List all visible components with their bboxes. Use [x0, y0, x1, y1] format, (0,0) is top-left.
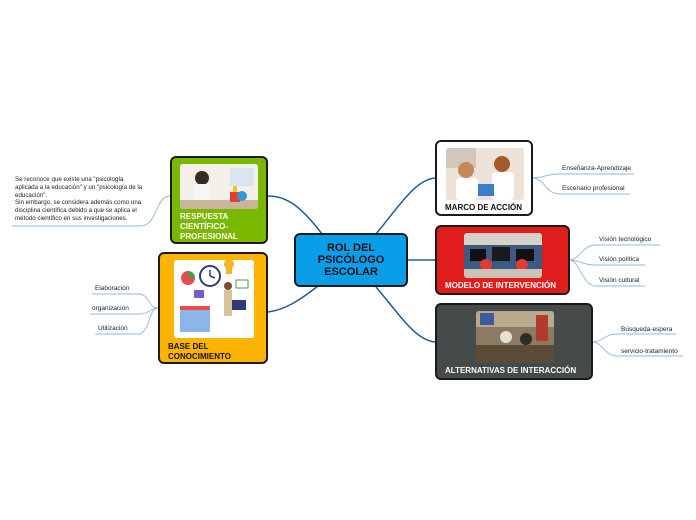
modelo-image: [464, 233, 542, 278]
central-label: ROL DEL PSICÓLOGO ESCOLAR: [317, 242, 385, 278]
modelo-node[interactable]: MODELO DE INTERVENCIÓN: [435, 225, 570, 295]
marco-node[interactable]: MARCO DE ACCIÓN: [435, 140, 533, 216]
leaf-ensenanza: Enseñanza-Aprendizaje: [562, 165, 632, 172]
leaf-escenario: Escenario profesional: [562, 185, 625, 192]
alternativas-label: ALTERNATIVAS DE INTERACCIÓN: [445, 366, 577, 375]
alternativas-node[interactable]: ALTERNATIVAS DE INTERACCIÓN: [435, 303, 593, 380]
leaf-utilizacion: Utilización: [98, 325, 128, 332]
leaf-vision-tecnologico: Visión tecnológico: [599, 236, 652, 243]
respuesta-node[interactable]: RESPUESTA CIENTÍFICO- PROFESIONAL: [170, 156, 268, 244]
leaf-servicio-tratamiento: servicio-tratamiento: [621, 348, 678, 355]
leaf-elaboracion: Elaboración: [95, 285, 130, 292]
modelo-label: MODELO DE INTERVENCIÓN: [445, 281, 556, 290]
leaf-busqueda-espera: Búsqueda-espera: [621, 326, 673, 333]
leaf-vision-cultural: Visión cultural: [599, 277, 640, 284]
base-image: [174, 260, 254, 338]
respuesta-label: RESPUESTA CIENTÍFICO- PROFESIONAL: [180, 212, 238, 241]
base-label: BASE DEL CONOCIMIENTO: [168, 342, 231, 361]
marco-label: MARCO DE ACCIÓN: [445, 203, 523, 212]
central-node[interactable]: ROL DEL PSICÓLOGO ESCOLAR: [294, 233, 408, 287]
respuesta-image: [180, 164, 258, 209]
leaf-vision-politica: Visión política: [599, 256, 639, 263]
respuesta-note: Se reconoce que existe una "psicología a…: [15, 176, 143, 222]
leaf-organizacion: organización: [92, 305, 129, 312]
base-node[interactable]: BASE DEL CONOCIMIENTO: [158, 252, 268, 364]
marco-image: [446, 148, 524, 200]
alternativas-image: [476, 311, 554, 363]
